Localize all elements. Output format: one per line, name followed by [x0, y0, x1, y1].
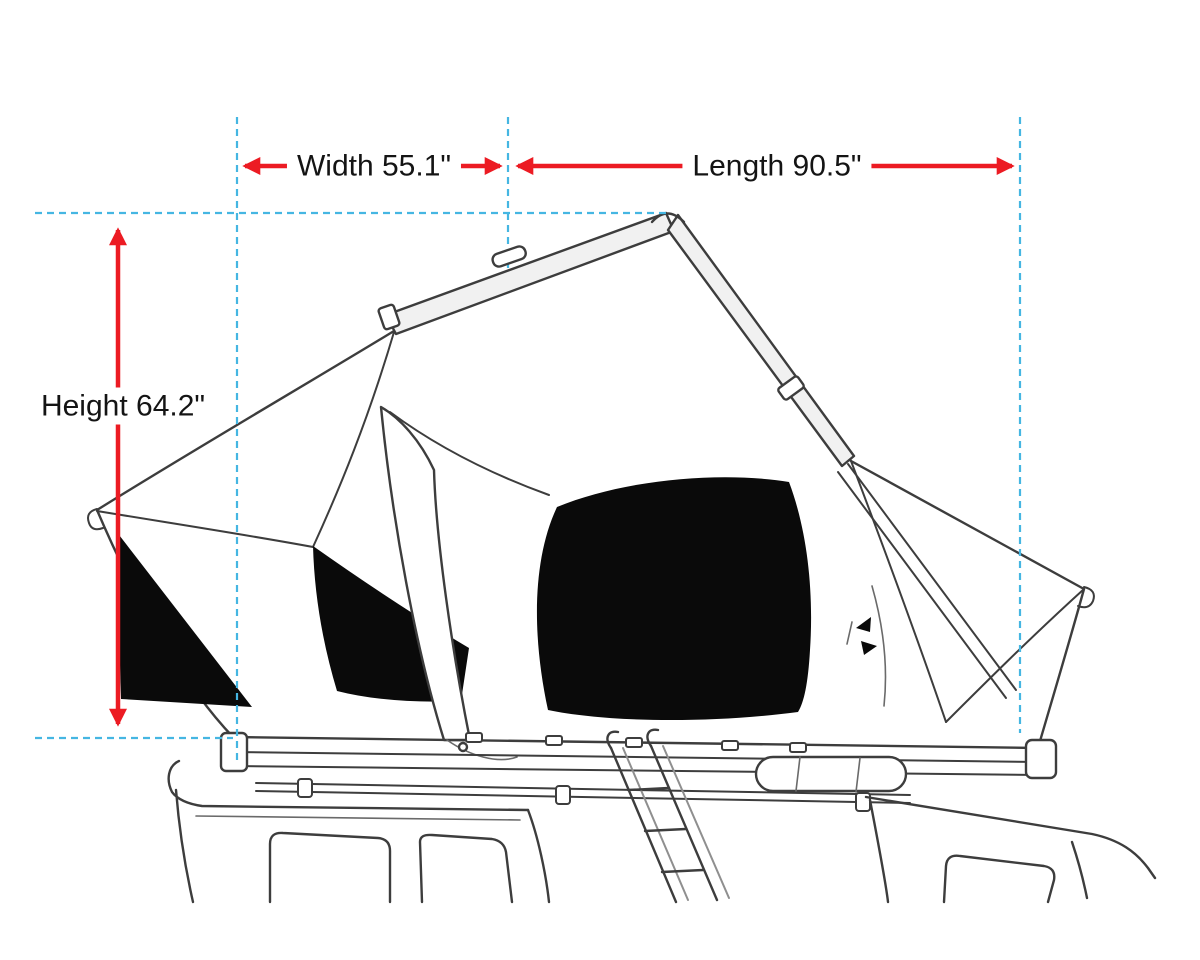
vehicle-window-left-1 [268, 831, 392, 904]
shell-latch-right [777, 375, 805, 401]
rack-bracket-2 [555, 785, 571, 805]
rack-bar-2 [255, 790, 911, 804]
ladder-inner-rail-1 [622, 747, 689, 901]
brand-mark-stem [846, 621, 853, 645]
platform-rail-1 [230, 751, 1041, 763]
rack-bracket-3 [855, 792, 871, 812]
platform-cleat-3 [625, 737, 643, 748]
guy-cord [446, 739, 518, 761]
width-dimension-label: Width 55.1" [286, 147, 462, 185]
canopy-fold-right-a [850, 460, 947, 723]
vehicle-window-right [942, 854, 1056, 904]
ladder-rung-3 [660, 868, 705, 874]
guide-lines [35, 117, 1022, 763]
platform-end-left [219, 731, 249, 773]
platform-cleat-4 [721, 740, 739, 751]
canopy-fold-left [312, 331, 395, 548]
door-flap [379, 405, 472, 742]
ladder-inner-rail-2 [662, 745, 730, 899]
shell-strut-right-b [837, 471, 1007, 699]
ladder-rung-2 [643, 827, 688, 833]
gear-bag-strap-1 [795, 756, 801, 792]
platform-cleat-5 [789, 742, 807, 753]
vehicle-body-left [174, 788, 195, 904]
height-dimension-label: Height 64.2" [30, 387, 216, 425]
ladder-rail-1 [609, 746, 678, 904]
left-tip-hook [87, 508, 104, 531]
vehicle-driprail-left [195, 815, 521, 821]
platform-cleat-2 [545, 735, 563, 746]
vehicle-pillar-right [1070, 840, 1089, 900]
platform-rail-2 [232, 765, 1039, 776]
gear-bag-strap-2 [855, 757, 861, 793]
gear-bag [754, 755, 908, 793]
platform-cleat-1 [465, 732, 483, 743]
brand-mark-upper [856, 617, 871, 632]
ladder-hook-1 [606, 730, 620, 750]
shell-strut-right-a [847, 463, 1017, 691]
vehicle-body-right [868, 798, 890, 904]
ladder-rung-1 [626, 786, 671, 792]
ladder-rail-2 [649, 744, 719, 902]
vehicle-roof-right [864, 795, 1157, 880]
tent-line-art [87, 211, 1157, 904]
length-dimension-label: Length 90.5" [682, 147, 872, 185]
platform-end-right [1024, 738, 1058, 780]
window-left-triangle [116, 531, 252, 707]
rack-bracket-1 [297, 778, 313, 798]
vehicle-roof-left [167, 759, 530, 812]
cord-ring [457, 741, 469, 753]
window-main [536, 477, 812, 721]
shell-handle [491, 245, 527, 268]
canopy-fold-right-b [945, 588, 1085, 723]
rack-bar-1 [255, 782, 911, 796]
vehicle-a-pillar [526, 808, 551, 904]
ladder-hook-2 [646, 728, 660, 748]
zipper-curve [871, 585, 887, 707]
shell-apex-hinge [650, 212, 686, 224]
right-tip-hook [1077, 586, 1095, 609]
brand-mark-lower [861, 641, 877, 655]
vehicle-window-left-2 [418, 833, 514, 904]
flap-edge-to-window [389, 411, 550, 496]
shell-latch-left [377, 303, 401, 331]
